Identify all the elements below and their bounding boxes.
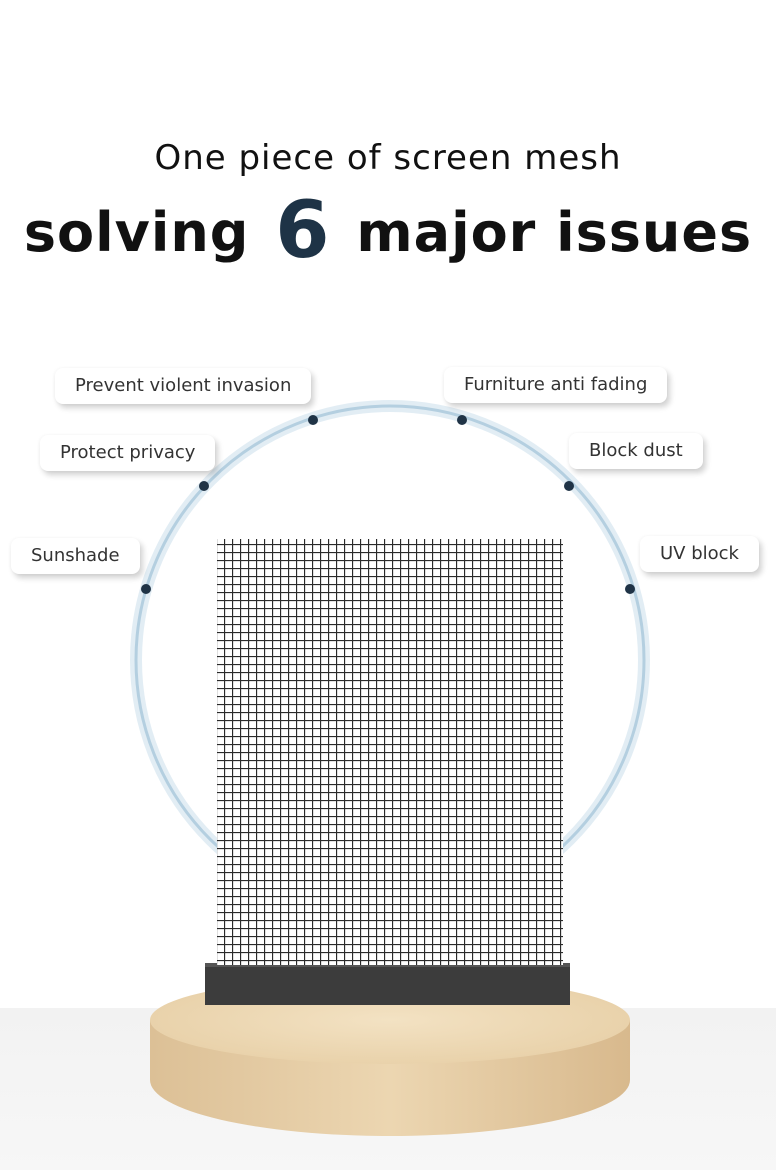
headline-line-1: One piece of screen mesh <box>154 138 622 178</box>
feature-dot-furniture-anti-fading <box>457 415 467 425</box>
feature-label-uv-block: UV block <box>640 536 759 572</box>
headline-suffix: major issues <box>356 201 753 264</box>
screen-mesh <box>217 539 563 965</box>
headline-number: 6 <box>275 186 331 276</box>
feature-dot-sunshade <box>141 584 151 594</box>
headline-line-2: solving 6 major issues <box>0 186 776 276</box>
feature-label-protect-privacy: Protect privacy <box>40 435 216 471</box>
feature-label-furniture-anti-fading: Furniture anti fading <box>444 367 668 403</box>
feature-dot-block-dust <box>564 481 574 491</box>
feature-label-block-dust: Block dust <box>569 433 703 469</box>
feature-dot-protect-privacy <box>199 481 209 491</box>
feature-label-sunshade: Sunshade <box>11 538 140 574</box>
feature-dot-uv-block <box>625 584 635 594</box>
headline-prefix: solving <box>23 201 250 264</box>
feature-label-prevent-violent-invasion: Prevent violent invasion <box>55 368 312 404</box>
mesh-holder <box>205 963 570 1005</box>
feature-dot-prevent-violent-invasion <box>308 415 318 425</box>
